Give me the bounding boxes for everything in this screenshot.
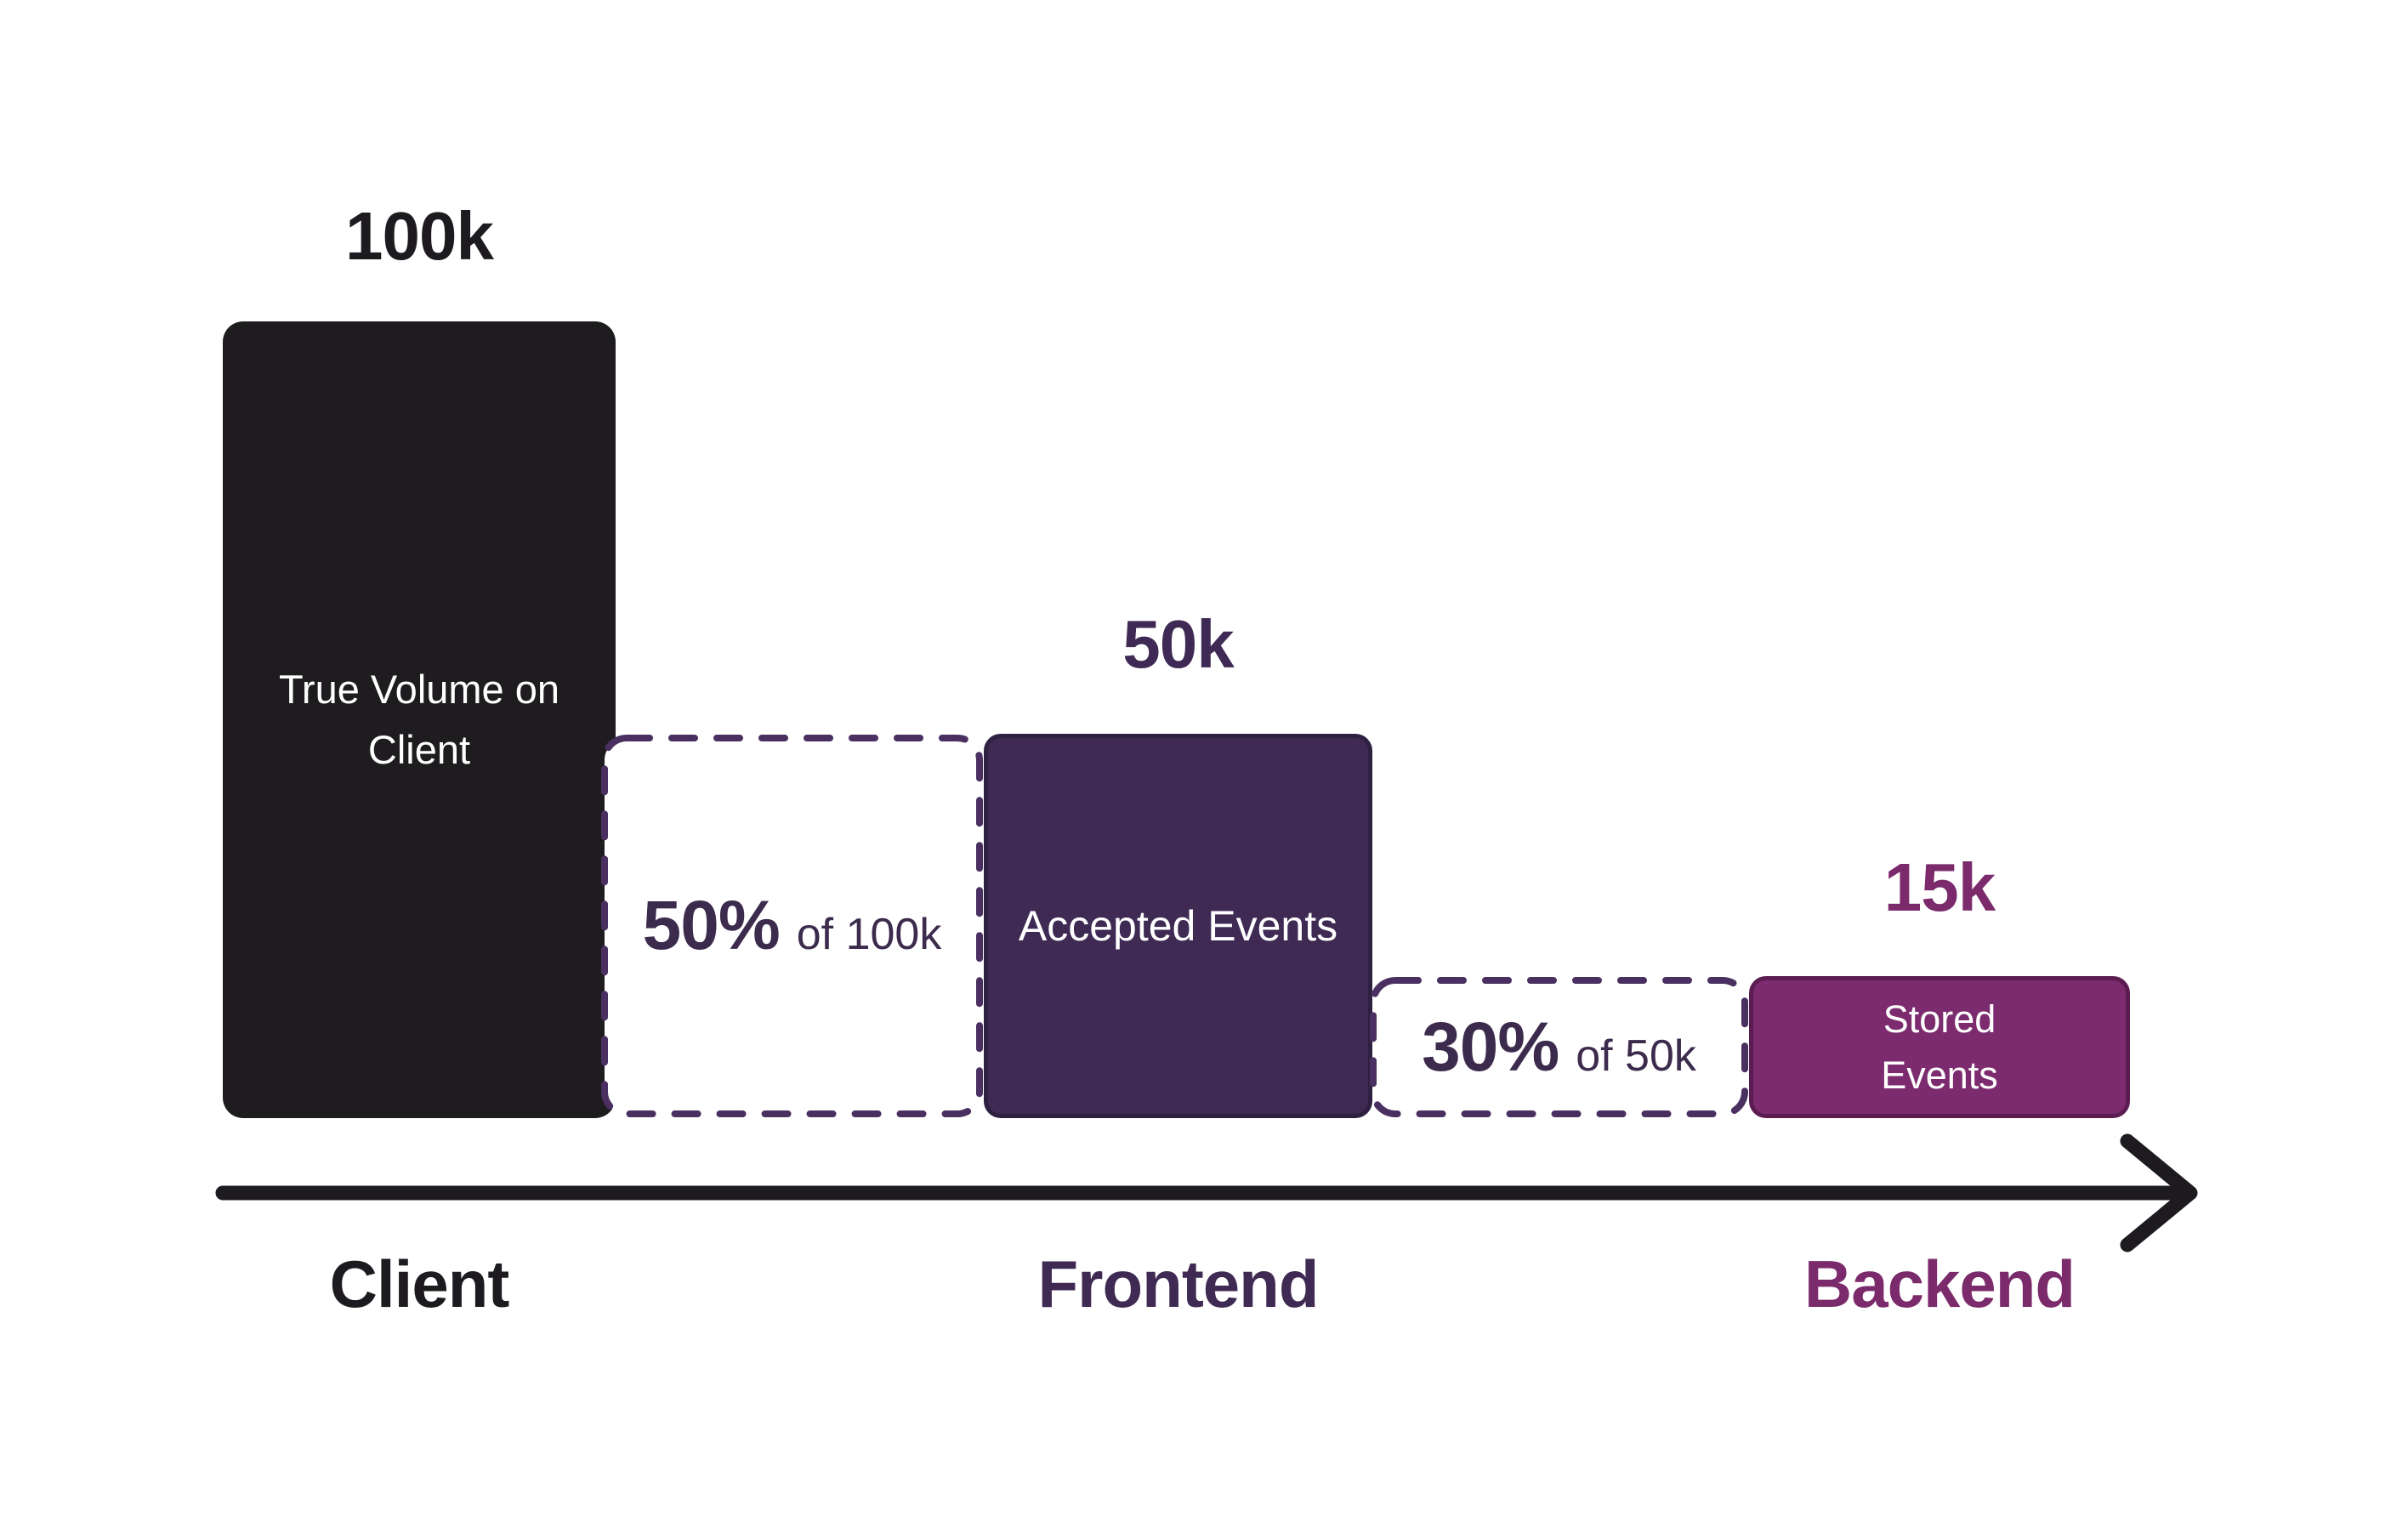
value-label-backend-text: 15k: [1883, 849, 1996, 925]
flow-arrow: [215, 1133, 2198, 1252]
bar-stored-events-label: Stored Events: [1881, 997, 1998, 1097]
retention-30pct-of: of 50k: [1576, 1031, 1696, 1081]
retention-30pct-text: 30% of 50k: [1422, 1008, 1696, 1088]
retention-50pct-of: of 100k: [796, 910, 942, 959]
retention-30pct-value: 30%: [1422, 1008, 1559, 1086]
value-label-client-text: 100k: [345, 198, 494, 274]
axis-label-backend-text: Backend: [1803, 1247, 2076, 1321]
axis-label-frontend: Frontend: [984, 1243, 1372, 1325]
axis-label-client-text: Client: [329, 1247, 510, 1321]
retention-box-30pct: 30% of 50k: [1369, 976, 1749, 1118]
retention-box-50pct: 50% of 100k: [600, 734, 984, 1118]
axis-label-backend: Backend: [1749, 1243, 2130, 1325]
bar-stored-events: Stored Events: [1749, 976, 2130, 1118]
value-label-backend: 15k: [1749, 847, 2130, 922]
value-label-frontend-text: 50k: [1122, 606, 1234, 682]
bar-accepted-events-label: Accepted Events: [1018, 902, 1338, 950]
retention-50pct-value: 50%: [642, 887, 781, 964]
value-label-client: 100k: [223, 194, 616, 270]
value-label-frontend: 50k: [984, 604, 1372, 679]
bar-true-volume-on-client: True Volume on Client: [223, 321, 616, 1118]
flow-arrow-head: [2120, 1133, 2198, 1252]
bar-accepted-events: Accepted Events: [984, 734, 1372, 1118]
axis-label-frontend-text: Frontend: [1037, 1247, 1320, 1321]
retention-50pct-text: 50% of 100k: [643, 886, 942, 966]
bar-true-volume-label: True Volume on Client: [278, 667, 560, 772]
axis-label-client: Client: [223, 1243, 616, 1325]
